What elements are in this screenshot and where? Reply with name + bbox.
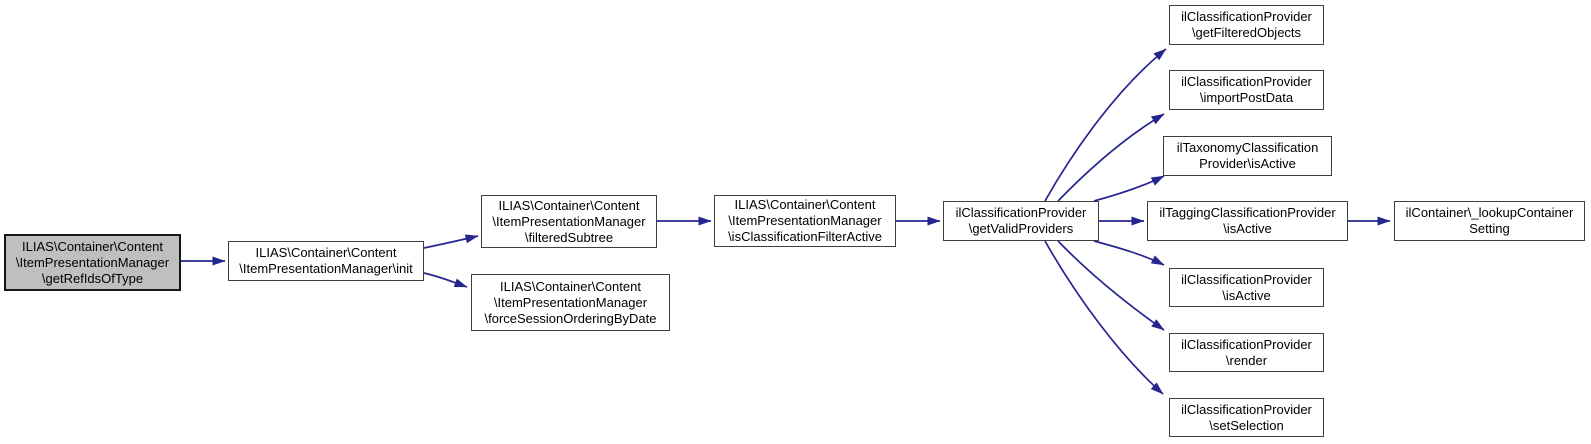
graph-node-force-session-ordering-by-date[interactable]: ILIAS\Container\Content\ItemPresentation… xyxy=(471,274,670,331)
graph-edge-get-valid-providers--set-selection xyxy=(1044,240,1164,395)
graph-node-label: ILIAS\Container\Content xyxy=(500,278,641,294)
graph-edge-get-valid-providers--import-post-data xyxy=(1057,113,1165,202)
graph-node-label: \ItemPresentationManager xyxy=(492,213,646,229)
graph-node-label: \setSelection xyxy=(1209,417,1284,433)
graph-node-is-classification-filter-active[interactable]: ILIAS\Container\Content\ItemPresentation… xyxy=(714,195,896,247)
graph-node-label: ilClassificationProvider xyxy=(1181,74,1312,89)
graph-node-is-active[interactable]: ilClassificationProvider\isActive xyxy=(1169,268,1324,307)
graph-node-label: \getFilteredObjects xyxy=(1191,25,1302,40)
graph-edge-get-valid-providers--taxonomy-is-active xyxy=(1093,175,1165,202)
graph-node-label: \getRefIdsOfType xyxy=(41,270,144,286)
graph-node-label: \isActive xyxy=(1222,287,1271,303)
graph-node-label: \importPostData xyxy=(1199,90,1294,105)
graph-node-label: ilClassificationProvider xyxy=(1181,336,1312,352)
graph-node-import-post-data[interactable]: ilClassificationProvider\importPostData xyxy=(1169,70,1324,110)
graph-edge-init--filtered-subtree xyxy=(423,234,479,249)
graph-node-label: ilTaggingClassificationProvider xyxy=(1159,205,1336,220)
graph-node-get-filtered-objects[interactable]: ilClassificationProvider\getFilteredObje… xyxy=(1169,5,1324,45)
graph-edge-init--force-session-ordering-by-date xyxy=(423,272,468,288)
graph-node-render[interactable]: ilClassificationProvider\render xyxy=(1169,333,1324,372)
graph-node-label: \isActive xyxy=(1223,221,1272,236)
graph-edge-get-valid-providers--is-active xyxy=(1093,240,1165,266)
graph-node-filtered-subtree[interactable]: ILIAS\Container\Content\ItemPresentation… xyxy=(481,195,657,248)
graph-node-label: \render xyxy=(1225,352,1268,368)
graph-node-label: ilClassificationProvider xyxy=(955,205,1087,220)
graph-node-tagging-is-active[interactable]: ilTaggingClassificationProvider\isActive xyxy=(1147,201,1348,241)
graph-node-label: ilTaxonomyClassification xyxy=(1176,140,1319,155)
graph-node-label: Setting xyxy=(1469,221,1510,236)
graph-node-label: \ItemPresentationManager xyxy=(728,213,882,228)
graph-node-label: \isClassificationFilterActive xyxy=(728,229,882,244)
graph-node-label: \forceSessionOrderingByDate xyxy=(484,310,657,326)
graph-node-set-selection[interactable]: ilClassificationProvider\setSelection xyxy=(1169,398,1324,437)
graph-node-label: ILIAS\Container\Content xyxy=(498,197,640,213)
graph-edge-get-valid-providers--render xyxy=(1057,240,1165,331)
graph-node-label: ILIAS\Container\Content xyxy=(22,238,163,254)
graph-node-label: ilClassificationProvider xyxy=(1181,9,1312,24)
graph-node-label: \ItemPresentationManager xyxy=(15,254,170,270)
graph-node-label: ILIAS\Container\Content xyxy=(734,197,876,212)
graph-node-label: \getValidProviders xyxy=(968,221,1074,236)
graph-node-init[interactable]: ILIAS\Container\Content\ItemPresentation… xyxy=(228,241,424,281)
graph-node-label: \ItemPresentationManager xyxy=(493,294,648,310)
graph-node-label: Provider\isActive xyxy=(1199,156,1296,171)
graph-node-get-ref-ids-of-type[interactable]: ILIAS\Container\Content\ItemPresentation… xyxy=(4,234,181,291)
graph-node-get-valid-providers[interactable]: ilClassificationProvider\getValidProvide… xyxy=(943,201,1099,241)
graph-edge-get-valid-providers--get-filtered-objects xyxy=(1044,48,1167,202)
graph-node-label: ilContainer\_lookupContainer xyxy=(1405,205,1574,220)
graph-node-label: ILIAS\Container\Content xyxy=(255,245,397,260)
graph-node-label: ilClassificationProvider xyxy=(1181,401,1312,417)
graph-node-label: \filteredSubtree xyxy=(524,229,614,245)
graph-node-label: \ItemPresentationManager\init xyxy=(239,261,413,276)
graph-node-label: ilClassificationProvider xyxy=(1181,271,1312,287)
